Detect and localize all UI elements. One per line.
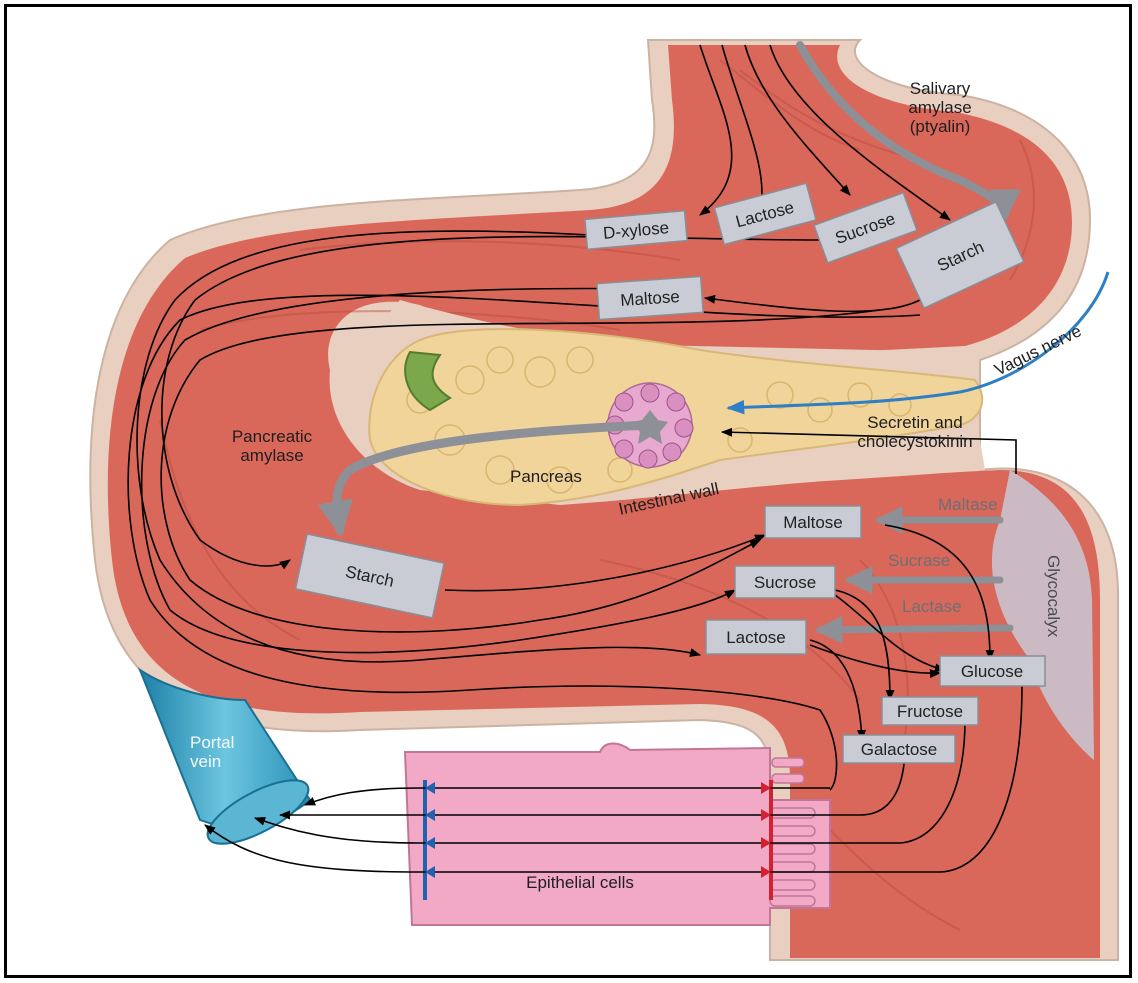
- box-maltose-intestine: Maltose: [765, 506, 861, 538]
- label-pancreatic-amylase-1: Pancreatic: [232, 427, 313, 446]
- label-secretin-2: cholecystokinin: [857, 432, 972, 451]
- label-lactase: Lactase: [902, 597, 962, 616]
- label-glycocalyx: Glycocalyx: [1044, 555, 1063, 638]
- box-lactose-intestine-label: Lactose: [726, 628, 786, 647]
- label-salivary-amylase-2: amylase: [908, 98, 971, 117]
- label-sucrase: Sucrase: [888, 551, 950, 570]
- box-lactose-intestine: Lactose: [706, 620, 806, 654]
- box-sucrose-intestine-label: Sucrose: [754, 573, 816, 592]
- box-galactose: Galactose: [843, 735, 955, 763]
- label-secretin-1: Secretin and: [867, 413, 962, 432]
- box-glucose-label: Glucose: [961, 662, 1023, 681]
- box-fructose-label: Fructose: [897, 702, 963, 721]
- label-epithelial-cells: Epithelial cells: [526, 873, 634, 892]
- label-maltase: Maltase: [938, 495, 998, 514]
- box-maltose-stomach: Maltose: [597, 276, 703, 319]
- label-pancreatic-amylase-2: amylase: [240, 446, 303, 465]
- label-pancreas: Pancreas: [510, 467, 582, 486]
- label-portal-vein-1: Portal: [190, 733, 234, 752]
- box-sucrose-intestine: Sucrose: [735, 566, 835, 598]
- label-salivary-amylase-3: (ptyalin): [910, 117, 970, 136]
- epithelial-cells: [405, 744, 830, 926]
- box-maltose-intestine-label: Maltose: [783, 513, 843, 532]
- label-salivary-amylase-1: Salivary: [910, 79, 971, 98]
- label-portal-vein-2: vein: [190, 752, 221, 771]
- box-glucose: Glucose: [940, 656, 1045, 686]
- box-fructose: Fructose: [882, 697, 978, 725]
- box-galactose-label: Galactose: [861, 740, 938, 759]
